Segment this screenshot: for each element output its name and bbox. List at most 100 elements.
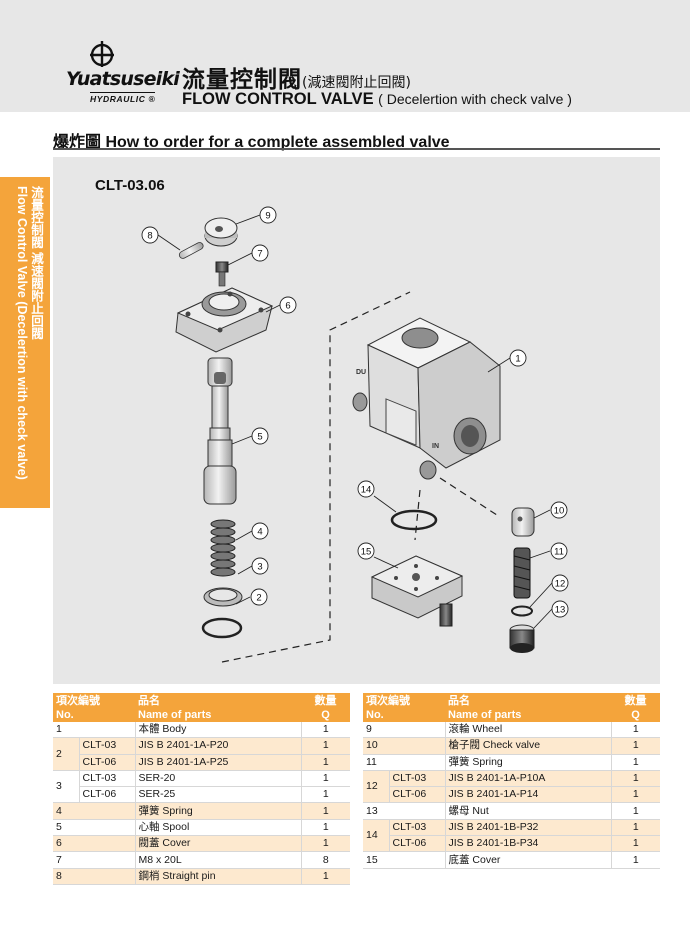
part-name: JIS B 2401-1B-P32 <box>444 819 611 837</box>
part-name: 彈簧 Spring <box>444 754 611 771</box>
item-no: 13 <box>363 802 445 820</box>
item-no: 1 <box>53 722 135 739</box>
part-check-valve <box>511 507 535 537</box>
part-spring <box>210 519 236 577</box>
part-qty: 1 <box>610 802 660 820</box>
part-qty: 1 <box>610 722 660 739</box>
part-body: DU IN <box>352 317 501 480</box>
model-variant: CLT-03 <box>78 737 135 755</box>
callout-15: 15 <box>361 547 372 558</box>
part-qty: 1 <box>610 754 660 771</box>
header-band <box>0 0 690 112</box>
part-qty: 1 <box>300 868 350 885</box>
callout-6: 6 <box>285 301 290 312</box>
item-no: 8 <box>53 868 135 885</box>
callout-12: 12 <box>555 579 566 590</box>
part-name: 彈簧 Spring <box>134 802 301 820</box>
item-no: 4 <box>53 802 135 820</box>
callout-10: 10 <box>554 506 565 517</box>
part-qty: 1 <box>300 737 350 755</box>
part-name: 螺母 Nut <box>444 802 611 820</box>
callout-numbers: 1 2 3 4 5 6 7 8 9 10 11 12 13 14 15 <box>147 211 565 616</box>
logo-emblem-icon <box>90 41 114 67</box>
model-variant: CLT-06 <box>78 754 135 771</box>
part-spool <box>203 357 237 505</box>
part-name: JIS B 2401-1A-P20 <box>134 737 301 755</box>
model-variant: CLT-06 <box>78 786 135 804</box>
part-name: 本體 Body <box>134 722 301 739</box>
part-check-spring <box>513 547 531 599</box>
part-wheel <box>204 217 238 247</box>
section-divider <box>53 148 660 150</box>
part-nut <box>509 624 535 653</box>
callout-4: 4 <box>257 527 262 538</box>
model-code: CLT-03.06 <box>95 177 165 194</box>
item-no: 14 <box>363 819 389 853</box>
part-straight-pin <box>178 242 204 259</box>
part-cover <box>175 287 274 353</box>
part-small-o-ring <box>511 605 533 617</box>
callout-14: 14 <box>361 485 372 496</box>
item-no: 5 <box>53 819 135 837</box>
section-title: 爆炸圖 How to order for a complete assemble… <box>53 134 450 151</box>
part-o-ring-body <box>390 509 438 531</box>
part-qty: 1 <box>300 835 350 853</box>
item-no: 12 <box>363 770 389 804</box>
part-qty: 1 <box>300 802 350 820</box>
part-qty: 1 <box>610 786 660 804</box>
callout-7: 7 <box>257 249 262 260</box>
callout-3: 3 <box>257 562 262 573</box>
part-name: JIS B 2401-1B-P34 <box>444 835 611 853</box>
part-name: SER-25 <box>134 786 301 804</box>
model-variant: CLT-03 <box>78 770 135 788</box>
callout-11: 11 <box>554 547 564 558</box>
part-name: 滾輪 Wheel <box>444 722 611 739</box>
callout-2: 2 <box>256 593 261 604</box>
model-variant: CLT-03 <box>388 770 445 788</box>
part-name: 槍子閥 Check valve <box>444 737 611 755</box>
brand-name: Yuatsuseiki <box>66 68 180 90</box>
part-qty: 8 <box>300 851 350 869</box>
part-name: 閥蓋 Cover <box>134 835 301 853</box>
part-snap-ring <box>203 587 243 607</box>
assembly-lines <box>221 291 501 663</box>
part-qty: 1 <box>610 851 660 869</box>
page-title-chinese-sub: (減速閥附止回閥) <box>302 75 411 91</box>
callout-8: 8 <box>147 231 152 242</box>
part-qty: 1 <box>300 786 350 804</box>
item-no: 7 <box>53 851 135 869</box>
model-variant: CLT-06 <box>388 835 445 853</box>
part-qty: 1 <box>610 819 660 837</box>
page-title-english-sub: ( Decelertion with check valve ) <box>378 91 572 107</box>
item-no: 2 <box>53 737 79 771</box>
part-name: 心軸 Spool <box>134 819 301 837</box>
part-name: 鋼梢 Straight pin <box>134 868 301 885</box>
part-name: JIS B 2401-1A-P10A <box>444 770 611 788</box>
page-title-chinese: 流量控制閥(減速閥附止回閥) <box>182 67 411 93</box>
exploded-diagram: DU IN <box>141 206 569 663</box>
part-qty: 1 <box>610 835 660 853</box>
